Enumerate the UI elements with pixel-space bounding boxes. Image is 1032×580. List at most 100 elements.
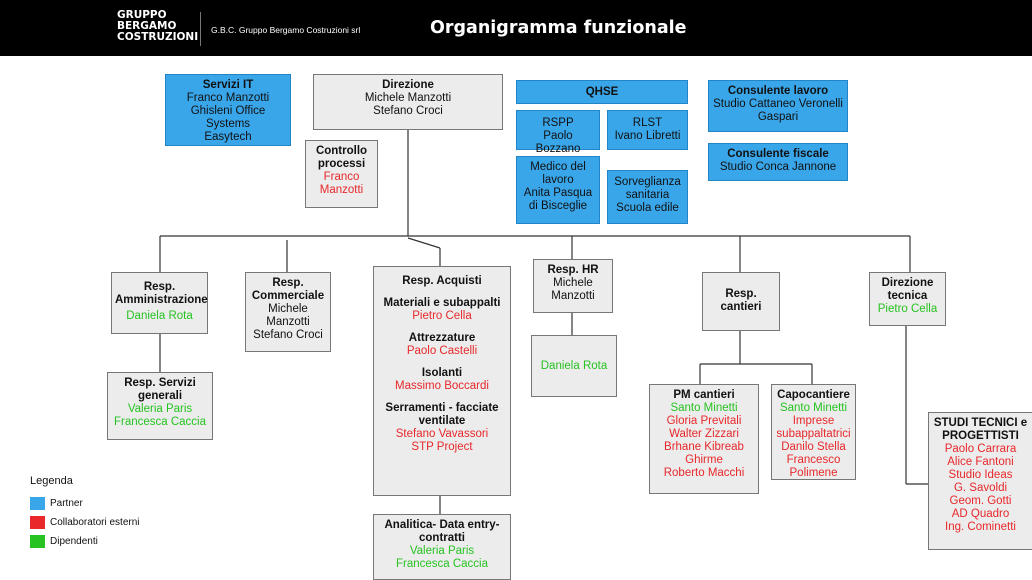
qhse-box: QHSE (516, 80, 688, 104)
medico-name: Anita Pasqua di Bisceglie (523, 187, 593, 212)
commerciale-name-1: Michele Manzotti (266, 303, 310, 328)
controllo-processi-name: Franco Manzotti (319, 171, 364, 196)
pm-cantieri-external-3: Brhane Kibreab Ghirme (664, 441, 744, 466)
consulente-fiscale-box: Consulente fiscale Studio Conca Jannone (708, 143, 848, 181)
rspp-name: Paolo Bozzano (535, 130, 581, 155)
acquisti-section-2-title: Attrezzature (408, 332, 476, 344)
pm-cantieri-box: PM cantieri Santo Minetti Gloria Previta… (649, 384, 759, 494)
legend-title: Legenda (30, 475, 73, 487)
studi-tecnici-name-5: Geom. Gotti (949, 495, 1012, 507)
acquisti-section-2-name: Paolo Castelli (406, 345, 478, 357)
legend-swatch-external (30, 516, 45, 529)
servizi-it-box: Servizi IT Franco Manzotti Ghisleni Offi… (165, 74, 291, 146)
consulente-lavoro-name: Studio Cattaneo Veronelli Gaspari (713, 98, 843, 123)
legend-swatch-employee (30, 535, 45, 548)
connector-acquisti-a (407, 237, 441, 249)
studi-tecnici-name-7: Ing. Cominetti (945, 521, 1016, 533)
pm-cantieri-employee-1: Santo Minetti (670, 402, 738, 414)
studi-tecnici-title: STUDI TECNICI e PROGETTISTI (933, 417, 1028, 442)
commerciale-box: Resp. Commerciale Michele Manzotti Stefa… (245, 272, 331, 352)
acquisti-section-4-title: Serramenti - facciate ventilate (385, 402, 499, 427)
capocantiere-employee-1: Santo Minetti (779, 402, 848, 414)
analitica-box: Analitica- Data entry-contratti Valeria … (373, 514, 511, 580)
logo-line-2: BERGAMO (117, 20, 177, 32)
cantieri-box: Resp. cantieri (702, 272, 780, 331)
hr-name: Michele Manzotti (551, 277, 595, 302)
hr-sub-box: Daniela Rota (531, 335, 617, 397)
capocantiere-external-2: Danilo Stella (781, 441, 846, 453)
servizi-it-line-2: Ghisleni Office Systems (190, 105, 266, 130)
company-logo: GRUPPO BERGAMO COSTRUZIONI (117, 9, 199, 50)
analitica-name-2: Francesca Caccia (395, 558, 489, 570)
acquisti-section-3-name: Massimo Boccardi (395, 380, 489, 392)
acquisti-section-3-title: Isolanti (421, 367, 463, 379)
studi-tecnici-name-4: G. Savoldi (953, 482, 1008, 494)
acquisti-section-4-name-2: STP Project (411, 441, 473, 453)
amministrazione-name: Daniela Rota (126, 310, 193, 322)
studi-tecnici-box: STUDI TECNICI e PROGETTISTI Paolo Carrar… (928, 412, 1032, 550)
studi-tecnici-name-3: Studio Ideas (948, 469, 1013, 481)
consulente-lavoro-box: Consulente lavoro Studio Cattaneo Verone… (708, 80, 848, 132)
pm-cantieri-external-2: Walter Zizzari (669, 428, 739, 440)
servizi-it-line-1: Franco Manzotti (186, 92, 270, 104)
capocantiere-title: Capocantiere (777, 389, 850, 401)
direzione-tecnica-title: Direzione tecnica (881, 277, 934, 302)
capocantiere-external-3: Francesco Polimene (786, 454, 841, 479)
acquisti-title: Resp. Acquisti (402, 275, 482, 287)
direzione-title: Direzione (382, 79, 434, 91)
studi-tecnici-name-6: AD Quadro (951, 508, 1010, 520)
rlst-name: Ivano Libretti (614, 130, 681, 142)
legend-swatch-partner (30, 497, 45, 510)
capocantiere-external-1: Imprese subappaltatrici (776, 415, 851, 440)
rlst-title: RLST (632, 117, 663, 129)
rspp-title: RSPP (542, 117, 574, 129)
direzione-tecnica-box: Direzione tecnica Pietro Cella (869, 272, 946, 326)
servizi-it-title: Servizi IT (202, 79, 254, 91)
acquisti-section-1-name: Pietro Cella (412, 310, 472, 322)
company-name: G.B.C. Gruppo Bergamo Costruzioni srl (211, 25, 361, 35)
qhse-title: QHSE (585, 86, 619, 98)
cantieri-title: Resp. cantieri (720, 288, 762, 313)
controllo-processi-box: Controllo processi Franco Manzotti (305, 140, 378, 208)
acquisti-section-4-name-1: Stefano Vavassori (395, 428, 489, 440)
commerciale-name-2: Stefano Croci (253, 329, 323, 341)
pm-cantieri-title: PM cantieri (673, 389, 735, 401)
direzione-line-2: Stefano Croci (373, 105, 443, 117)
header-bar: GRUPPO BERGAMO COSTRUZIONI G.B.C. Gruppo… (0, 0, 1032, 56)
sorveglianza-box: Sorveglianza sanitaria Scuola edile (607, 170, 688, 224)
medico-title: Medico del lavoro (530, 161, 586, 186)
page-title: Organigramma funzionale (430, 18, 687, 38)
servizi-generali-title: Resp. Servizi generali (124, 377, 196, 402)
sorveglianza-text: Sorveglianza sanitaria Scuola edile (614, 176, 681, 214)
studi-tecnici-name-1: Paolo Carrara (944, 443, 1017, 455)
controllo-processi-title: Controllo processi (315, 145, 368, 170)
capocantiere-box: Capocantiere Santo Minetti Imprese subap… (771, 384, 856, 480)
hr-sub-name: Daniela Rota (540, 360, 608, 372)
direzione-tecnica-name: Pietro Cella (877, 303, 938, 315)
legend-label-employee: Dipendenti (50, 536, 98, 547)
header-divider (200, 12, 201, 46)
pm-cantieri-external-4: Roberto Macchi (663, 467, 745, 479)
servizi-generali-box: Resp. Servizi generali Valeria Paris Fra… (107, 372, 213, 440)
acquisti-box: Resp. Acquisti Materiali e subappalti Pi… (373, 266, 511, 496)
consulente-lavoro-title: Consulente lavoro (727, 85, 829, 97)
legend-label-external: Collaboratori esterni (50, 517, 140, 528)
consulente-fiscale-name: Studio Conca Jannone (719, 161, 837, 173)
direzione-line-1: Michele Manzotti (364, 92, 452, 104)
medico-box: Medico del lavoro Anita Pasqua di Bisceg… (516, 156, 600, 224)
pm-cantieri-external-1: Gloria Previtali (666, 415, 742, 427)
hr-title: Resp. HR (547, 264, 599, 276)
amministrazione-title: Resp. Amministrazione (115, 281, 208, 306)
logo-line-3: COSTRUZIONI (117, 31, 199, 43)
servizi-generali-name-2: Francesca Caccia (113, 416, 207, 428)
analitica-title: Analitica- Data entry-contratti (384, 519, 500, 544)
servizi-it-line-3: Easytech (204, 131, 252, 143)
hr-box: Resp. HR Michele Manzotti (533, 259, 613, 313)
rlst-box: RLST Ivano Libretti (607, 110, 688, 150)
servizi-generali-name-1: Valeria Paris (127, 403, 193, 415)
rspp-box: RSPP Paolo Bozzano (516, 110, 600, 155)
commerciale-title: Resp. Commerciale (251, 277, 325, 302)
direzione-box: Direzione Michele Manzotti Stefano Croci (313, 74, 503, 130)
amministrazione-box: Resp. Amministrazione Daniela Rota (111, 272, 208, 334)
logo-line-1: GRUPPO (117, 9, 167, 21)
